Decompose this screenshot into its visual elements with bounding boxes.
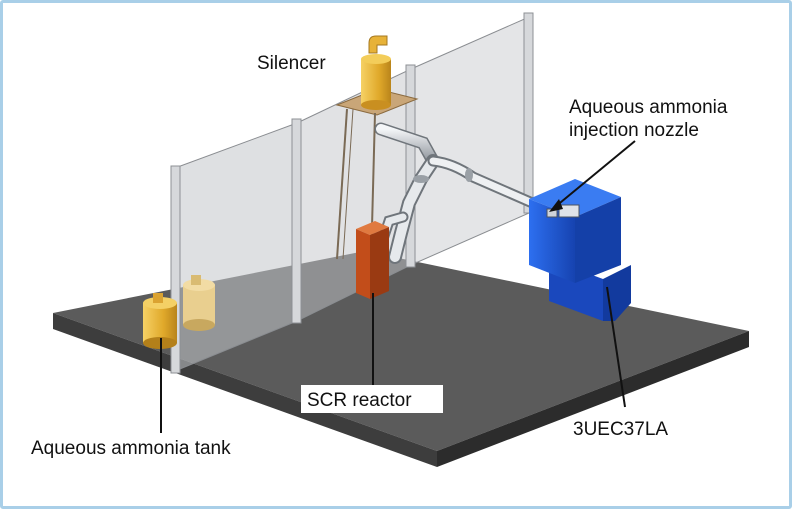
label-scr-reactor: SCR reactor bbox=[307, 390, 412, 411]
nozzle-leader-line bbox=[554, 140, 636, 208]
label-engine: 3UEC37LA bbox=[573, 419, 668, 440]
label-nozzle-line1: Aqueous ammonia bbox=[569, 97, 728, 118]
test-facility-diagram: Silencer Aqueous ammonia injection nozzl… bbox=[31, 12, 749, 467]
label-silencer: Silencer bbox=[257, 53, 326, 74]
exhaust-piping bbox=[374, 122, 575, 264]
engine-leader-line bbox=[606, 286, 626, 408]
engine-3uec37la bbox=[529, 179, 631, 321]
nozzle-arrow-head bbox=[549, 199, 563, 212]
scr-reactor bbox=[356, 221, 389, 299]
wall-posts bbox=[170, 12, 534, 374]
label-nozzle-line2: injection nozzle bbox=[569, 120, 699, 141]
scr-label-background bbox=[301, 385, 443, 413]
silencer bbox=[361, 35, 391, 110]
label-tank: Aqueous ammonia tank bbox=[31, 438, 231, 459]
